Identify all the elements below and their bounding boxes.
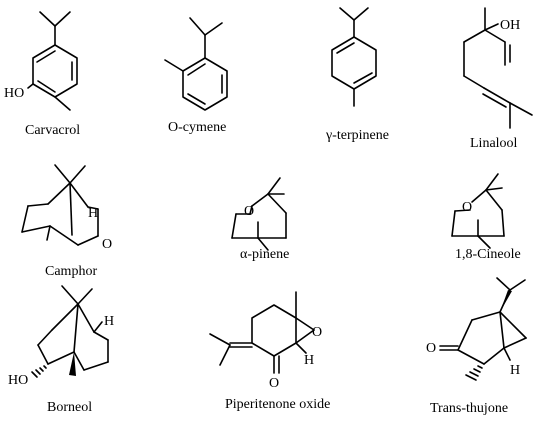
gamma-terpinene-structure (331, 7, 377, 107)
linalool-hydroxyl-label: OH (500, 18, 520, 33)
thujone-hash-bond (465, 365, 483, 381)
o-cymene-structure (164, 17, 228, 111)
piperitenone-hydrogen-label: H (304, 353, 314, 368)
thujone-oxygen-label: O (426, 341, 436, 356)
cineole-oxygen-label: O (462, 200, 472, 215)
thujone-hydrogen-label: H (510, 363, 520, 378)
piperitenone-epoxide-oxygen-label: O (312, 325, 322, 340)
borneol-hash-bond (31, 365, 47, 378)
cineole-structure (451, 173, 505, 249)
cineole-name: 1,8-Cineole (455, 247, 521, 262)
molecule-o-cymene: O-cymene (164, 17, 228, 135)
o-cymene-name: O-cymene (168, 120, 226, 135)
alpha-pinene-oxygen-label: O (244, 204, 254, 219)
trans-thujone-structure (439, 277, 527, 365)
borneol-hydrogen-label: H (104, 314, 114, 329)
molecule-cineole: O 1,8-Cineole (451, 173, 521, 262)
borneol-name: Borneol (47, 400, 92, 415)
molecule-linalool: OH Linalool (463, 7, 533, 151)
carvacrol-name: Carvacrol (25, 123, 80, 138)
molecule-camphor: H O Camphor (21, 164, 112, 279)
molecule-trans-thujone: O H Trans-thujone (426, 277, 527, 416)
alpha-pinene-structure (231, 177, 287, 251)
linalool-structure (463, 7, 533, 129)
camphor-oxygen-label: O (102, 237, 112, 252)
thujone-isopropyl-wedge (500, 290, 512, 312)
molecule-carvacrol: HO Carvacrol (4, 11, 80, 138)
camphor-structure (21, 164, 99, 246)
camphor-hydrogen-label: H (88, 206, 98, 221)
piperitenone-oxide-structure (209, 291, 315, 374)
linalool-name: Linalool (470, 136, 518, 151)
piperitenone-oxide-name: Piperitenone oxide (225, 397, 330, 412)
carvacrol-structure (27, 11, 78, 111)
molecule-borneol: H HO Borneol (8, 285, 114, 415)
borneol-hydroxyl-label: HO (8, 373, 28, 388)
borneol-structure (37, 285, 109, 371)
camphor-name: Camphor (45, 264, 97, 279)
alpha-pinene-name: α-pinene (240, 247, 289, 262)
trans-thujone-name: Trans-thujone (430, 401, 508, 416)
molecule-gamma-terpinene: γ-terpinene (325, 7, 389, 143)
borneol-methyl-wedge (69, 352, 76, 376)
molecule-alpha-pinene: O α-pinene (231, 177, 289, 262)
carvacrol-hydroxyl-label: HO (4, 86, 24, 101)
piperitenone-ketone-oxygen-label: O (269, 376, 279, 391)
molecule-piperitenone-oxide: O O H Piperitenone oxide (209, 291, 330, 412)
gamma-terpinene-name: γ-terpinene (325, 128, 389, 143)
